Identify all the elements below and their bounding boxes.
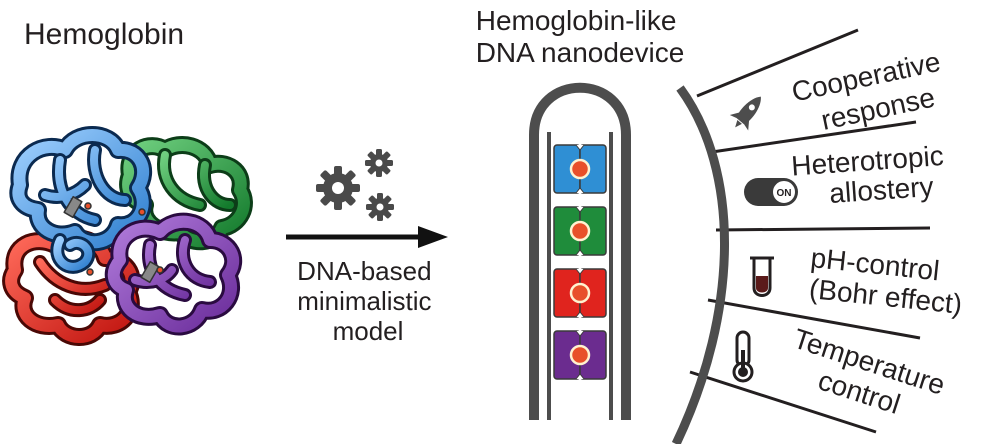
device-title: Hemoglobin-like DNA nanodevice [476, 5, 685, 68]
unit-core [569, 220, 591, 242]
nanodevice-unit [553, 268, 607, 318]
rocket-icon [729, 96, 761, 131]
hemoglobin-subunit-purple [104, 212, 243, 336]
arrow-label-line-3: model [333, 316, 404, 346]
curved-boundary [671, 85, 729, 444]
unit-core [569, 282, 591, 304]
nanodevice-unit [553, 330, 607, 380]
unit-notch [575, 206, 585, 256]
heme-groups [63, 195, 164, 284]
hemoglobin-structure [2, 126, 253, 346]
arrow-label-line-1: DNA-based [297, 256, 431, 286]
device-title-line-2: DNA nanodevice [476, 37, 685, 68]
nanodevice-unit [553, 206, 607, 256]
thermometer-icon [732, 330, 754, 383]
unit-notch [575, 268, 585, 318]
unit-notch [575, 144, 585, 194]
toggle-switch-icon: ON [744, 178, 798, 206]
device-title-line-1: Hemoglobin-like [476, 5, 677, 36]
toggle-on-text: ON [777, 188, 792, 199]
unit-notch [575, 330, 585, 380]
hemoglobin-subunit-blue [9, 126, 153, 274]
nanodevice-capsule [529, 82, 631, 420]
nanodevice-units [553, 144, 607, 380]
feature-temperature-control: Temperature control [780, 323, 956, 434]
unit-core [569, 344, 591, 366]
feature-ph-control: pH-control (Bohr effect) [806, 242, 967, 320]
feature-dividers [689, 28, 931, 434]
unit-core [569, 158, 591, 180]
feature-heterotropic-allostery: Heterotropic allostery [790, 139, 954, 211]
arrow-label: DNA-based minimalistic model [297, 256, 439, 346]
arrow-label-line-2: minimalistic [297, 286, 431, 316]
test-tube-icon [750, 256, 774, 297]
gears-icon [316, 149, 394, 221]
hemoglobin-title: Hemoglobin [24, 18, 184, 51]
process-arrow [286, 226, 448, 248]
nanodevice-unit [553, 144, 607, 194]
